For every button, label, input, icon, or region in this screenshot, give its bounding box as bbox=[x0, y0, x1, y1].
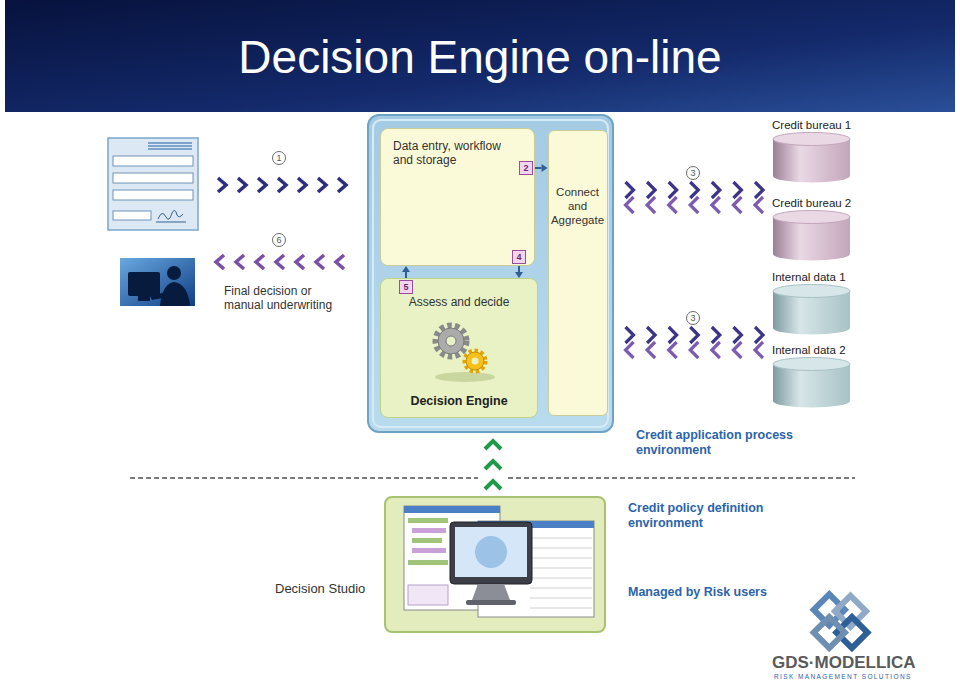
connector-arrow bbox=[626, 327, 764, 358]
callout-number: 2 bbox=[519, 161, 533, 175]
chevron bbox=[712, 327, 720, 343]
chevron bbox=[733, 197, 741, 213]
cylinder-shape bbox=[772, 284, 852, 336]
callout-number: 3 bbox=[686, 166, 700, 180]
box-label: Internal data 1 bbox=[768, 270, 858, 284]
box-label: Decision Studio bbox=[275, 581, 365, 597]
chevron bbox=[755, 342, 763, 358]
chevron bbox=[733, 342, 741, 358]
environment-label: Credit policy definition environment bbox=[628, 501, 780, 531]
database-cylinder: Credit bureau 1 bbox=[768, 118, 858, 184]
annotation: Final decision or manual underwriting bbox=[224, 284, 344, 312]
chevron bbox=[755, 327, 763, 343]
box-label: Credit bureau 1 bbox=[768, 118, 858, 132]
box-label: Credit bureau 2 bbox=[768, 196, 858, 210]
database-cylinder: Internal data 2 bbox=[768, 343, 858, 407]
chevron bbox=[647, 182, 655, 198]
chevron bbox=[712, 342, 720, 358]
engine-box: Assess and decideDecision Engine bbox=[380, 278, 538, 418]
chevron bbox=[626, 327, 634, 343]
chevron bbox=[626, 197, 634, 213]
box-label: Connect and Aggregate bbox=[549, 185, 607, 227]
form-icon bbox=[108, 138, 198, 230]
chevron bbox=[626, 182, 634, 198]
database-cylinder: Credit bureau 2 bbox=[768, 196, 858, 262]
arrow-head bbox=[542, 164, 548, 172]
chevron bbox=[647, 342, 655, 358]
chevron bbox=[626, 342, 634, 358]
chevron-arrow bbox=[216, 255, 344, 269]
cylinder-shape bbox=[772, 357, 852, 409]
company-logo bbox=[802, 584, 877, 659]
chevron bbox=[485, 461, 501, 469]
user-icon bbox=[120, 258, 195, 306]
chevron bbox=[733, 182, 741, 198]
box-label: Assess and decide bbox=[409, 295, 510, 309]
environment-label: Managed by Risk users bbox=[628, 585, 767, 600]
chevron bbox=[755, 197, 763, 213]
logo-text: GDS·MODELLICA bbox=[772, 654, 916, 672]
cylinder-shape bbox=[772, 210, 852, 262]
slide-title: Decision Engine on-line bbox=[0, 30, 960, 84]
environment-label: Credit application process environment bbox=[636, 428, 808, 458]
chevron bbox=[733, 327, 741, 343]
box-label: Data entry, workflow and storage bbox=[393, 139, 522, 167]
connector-arrow bbox=[515, 266, 523, 278]
chevron bbox=[485, 481, 501, 489]
logo-tagline: RISK MANAGEMENT SOLUTIONS bbox=[774, 673, 912, 681]
studio-screenshot bbox=[385, 497, 605, 632]
arrow-head bbox=[402, 266, 410, 272]
box-label: Internal data 2 bbox=[768, 343, 858, 357]
chevron bbox=[669, 327, 677, 343]
chevron bbox=[669, 342, 677, 358]
connector-arrow bbox=[402, 266, 410, 278]
chevron bbox=[690, 342, 698, 358]
callout-number: 5 bbox=[399, 280, 413, 294]
callout-number: 6 bbox=[272, 233, 286, 247]
chevron bbox=[485, 441, 501, 449]
process-box: Data entry, workflow and storage bbox=[380, 128, 535, 266]
tool-panel: Decision Studio bbox=[270, 497, 610, 633]
connector-arrow bbox=[535, 164, 548, 172]
chevron bbox=[647, 197, 655, 213]
chevron bbox=[690, 197, 698, 213]
chevron bbox=[669, 182, 677, 198]
chevron bbox=[647, 327, 655, 343]
chevron bbox=[712, 182, 720, 198]
chevron bbox=[755, 182, 763, 198]
chevron bbox=[712, 197, 720, 213]
callout-number: 3 bbox=[686, 311, 700, 325]
box-subtitle: Decision Engine bbox=[410, 394, 507, 409]
database-cylinder: Internal data 1 bbox=[768, 270, 858, 336]
chevron-arrow bbox=[218, 178, 346, 192]
connector-arrow bbox=[485, 441, 501, 489]
chevron bbox=[669, 197, 677, 213]
chevron bbox=[690, 327, 698, 343]
callout-number: 4 bbox=[512, 250, 526, 264]
process-box: Connect and Aggregate bbox=[548, 130, 608, 416]
chevron bbox=[690, 182, 698, 198]
engine-container bbox=[368, 115, 613, 432]
cylinder-shape bbox=[772, 132, 852, 184]
connector-arrow bbox=[626, 182, 764, 213]
callout-number: 1 bbox=[272, 151, 286, 165]
